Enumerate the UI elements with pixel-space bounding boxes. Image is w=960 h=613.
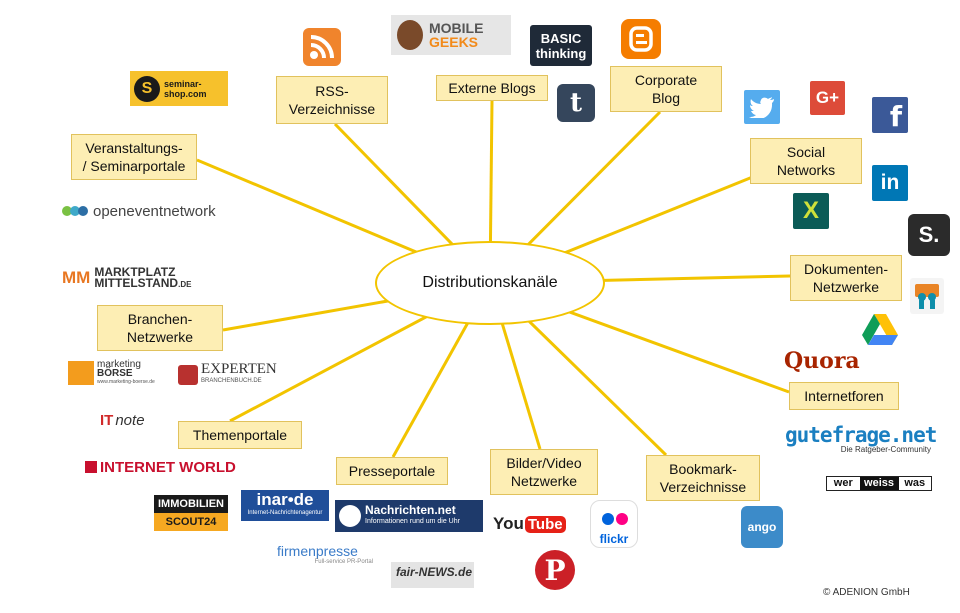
youtube-logo: You Tube <box>493 512 566 536</box>
marketing-boerse-icon <box>68 361 94 385</box>
slideshare-icon <box>910 278 944 314</box>
node-themenportale: Themenportale <box>178 421 302 449</box>
experten-icon <box>178 365 198 385</box>
node-branchen-netzwerke: Branchen- Netzwerke <box>97 305 223 351</box>
node-veranstaltungs-seminarportale: Veranstaltungs- / Seminarportale <box>71 134 197 180</box>
itnote-icon: IT <box>100 412 114 429</box>
google-plus-icon: G+ <box>810 81 845 115</box>
facebook-icon: f <box>872 97 908 133</box>
node-presseportale: Presseportale <box>336 457 448 485</box>
nachrichten-net-logo: Nachrichten.net Informationen rund um di… <box>335 500 483 532</box>
twitter-icon <box>744 90 780 124</box>
flickr-icon: flickr <box>590 500 638 548</box>
slideshare-s-icon: S. <box>908 214 950 256</box>
tumblr-icon: t <box>557 84 595 122</box>
openeventnetwork-dot-icon <box>78 206 88 216</box>
globe-icon <box>339 505 361 527</box>
gutefrage-logo: gutefrage.net Die Ratgeber-Community <box>785 423 937 454</box>
experten-branchenbuch-logo: EXPERTEN BRANCHENBUCH.DE <box>178 362 284 388</box>
seminar-shop-icon: S <box>134 75 160 102</box>
marktplatz-mittelstand-logo: MM MARKTPLATZ MITTELSTAND.DE <box>62 264 192 290</box>
quora-logo: Quora <box>784 348 860 374</box>
node-bookmark-verzeichnisse: Bookmark- Verzeichnisse <box>646 455 760 501</box>
inar-logo: inar•de Internet-Nachrichtenagentur <box>241 490 329 521</box>
mister-wong-icon: ango <box>741 506 783 548</box>
node-dokumenten-netzwerke: Dokumenten- Netzwerke <box>790 255 902 301</box>
mobile-geeks-mascot-icon <box>397 20 423 50</box>
node-corporate-blog: Corporate Blog <box>610 66 722 112</box>
pinterest-icon: P <box>535 550 575 590</box>
marketing-boerse-logo: marketing BÖRSE www.marketing-boerse.de <box>68 358 160 388</box>
seminar-shop-logo: S seminar- shop.com <box>130 71 228 106</box>
center-node: Distributionskanäle <box>375 241 605 325</box>
node-externe-blogs: Externe Blogs <box>436 75 548 101</box>
openeventnetwork-logo: openeventnetwork <box>62 201 248 221</box>
blogger-icon <box>621 19 661 59</box>
rss-icon <box>303 28 341 66</box>
wer-weiss-was-logo: wer weiss was <box>826 476 932 491</box>
xing-icon: X <box>793 193 829 229</box>
node-bilder-video-netzwerke: Bilder/Video Netzwerke <box>490 449 598 495</box>
fair-news-logo: fair-NEWS.de <box>391 562 474 588</box>
internet-world-logo: INTERNET WORLD <box>85 457 260 477</box>
openeventnetwork-dot-icon <box>62 206 72 216</box>
firmenpresse-logo: firmenpresse Full-service PR-Portal <box>277 543 373 565</box>
node-internetforen: Internetforen <box>789 382 899 410</box>
mobile-geeks-logo: MOBILE GEEKS <box>391 15 511 55</box>
copyright: © ADENION GmbH <box>823 587 910 598</box>
openeventnetwork-dot-icon <box>70 206 80 216</box>
google-drive-icon <box>861 312 899 348</box>
node-rss-verzeichnisse: RSS- Verzeichnisse <box>276 76 388 124</box>
basic-thinking-logo: BASIC thinking <box>530 25 592 66</box>
linkedin-icon: in <box>872 165 908 201</box>
itnote-logo: IT note <box>100 412 145 429</box>
immobilienscout24-logo: IMMOBILIEN SCOUT24 <box>148 491 234 537</box>
internet-world-icon <box>85 461 97 473</box>
node-social-networks: Social Networks <box>750 138 862 184</box>
